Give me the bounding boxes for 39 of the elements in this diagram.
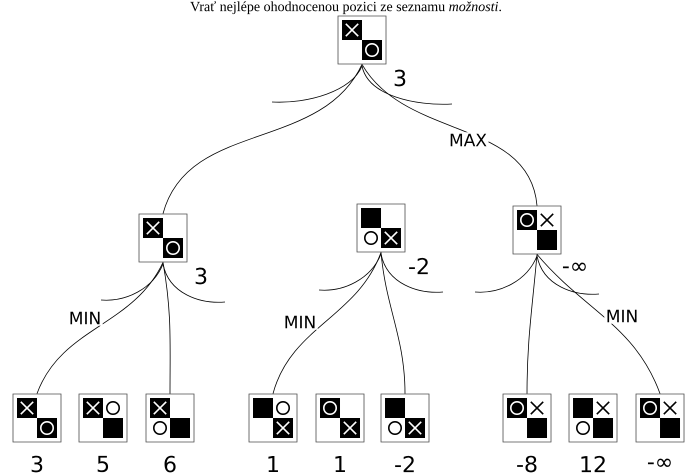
board-drawing xyxy=(636,394,684,442)
tree-branch xyxy=(162,64,362,214)
score-label: 5 xyxy=(98,456,108,472)
tree-branch xyxy=(272,252,382,394)
score-label: -8 xyxy=(517,456,536,472)
edge-label: MIN xyxy=(282,314,318,330)
score-label: 6 xyxy=(164,456,176,472)
edge-label: MIN xyxy=(604,308,640,324)
score-label: -∞ xyxy=(562,262,586,271)
title: Vrať nejlépe ohodnocenou pozici ze seznamu možnosti. xyxy=(190,1,502,14)
score-label: 1 xyxy=(268,456,278,472)
board-drawing xyxy=(568,394,618,442)
board-drawing xyxy=(338,16,386,64)
score-label: -2 xyxy=(395,456,414,472)
board-drawing xyxy=(146,394,194,442)
tree-branch xyxy=(380,252,406,394)
tree-branch xyxy=(162,262,171,394)
board-drawing xyxy=(356,204,406,252)
score-label: 3 xyxy=(32,456,42,472)
board-drawing xyxy=(12,394,62,442)
board-drawing xyxy=(502,394,552,442)
board-drawing xyxy=(78,394,128,442)
board-drawing xyxy=(248,394,298,442)
board-drawing xyxy=(316,394,364,442)
board-drawing xyxy=(138,214,188,262)
tree-branch xyxy=(36,262,164,394)
score-label: 3 xyxy=(196,268,206,284)
score-label: -2 xyxy=(409,258,428,274)
board-drawing xyxy=(512,206,562,254)
tree-branch xyxy=(536,254,660,394)
tree-branch xyxy=(362,64,538,206)
score-label: 3 xyxy=(394,70,406,86)
board-drawing xyxy=(380,394,430,442)
score-label: 12 xyxy=(581,456,605,472)
edge-label: MAX xyxy=(448,132,488,148)
edge-label: MIN xyxy=(67,310,103,326)
tree-branch xyxy=(526,254,538,394)
score-label: -∞ xyxy=(648,458,671,467)
score-label: 1 xyxy=(335,456,345,472)
